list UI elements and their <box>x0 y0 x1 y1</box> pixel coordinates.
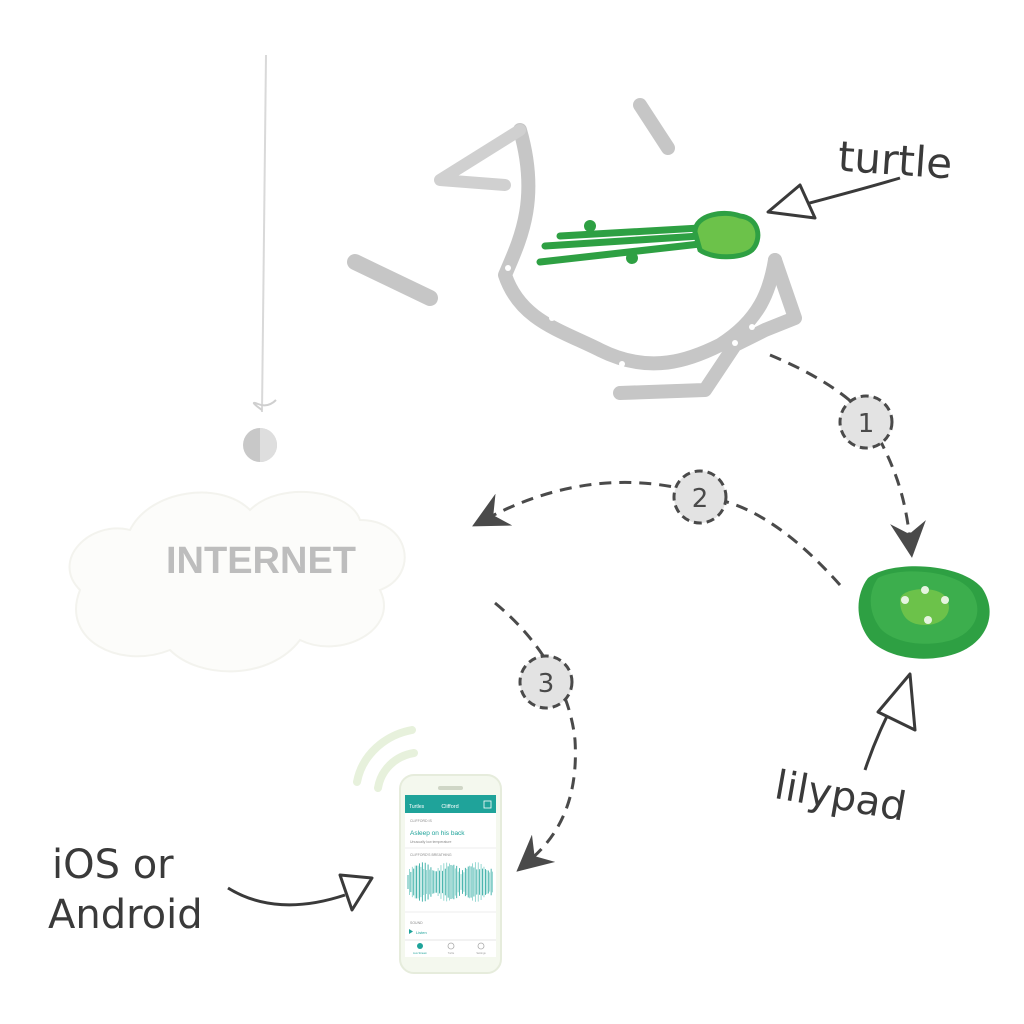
lilypad-label: lilypad <box>771 762 909 830</box>
enclosure-path <box>347 98 802 400</box>
step-label-2: 2 <box>692 484 709 514</box>
listen-button[interactable]: Listen <box>416 930 427 935</box>
lilypad-device <box>858 566 990 659</box>
section-label-breathing: CLIFFORD'S BREATHING <box>410 853 452 857</box>
edit-icon[interactable] <box>483 800 492 809</box>
arrow-turtle-to-lilypad <box>769 353 926 558</box>
hanging-sensor <box>243 54 277 462</box>
status-subtext: Unusually low temperature <box>410 840 451 844</box>
step-badge-2: 2 <box>672 469 728 525</box>
arrow-lilypad-to-internet <box>472 480 842 586</box>
tab-turtle[interactable]: Turtle <box>448 951 455 955</box>
live-stream-tab-icon[interactable] <box>417 943 423 949</box>
phone-callout: iOS or Android <box>48 842 374 938</box>
section-label-status: CLIFFORD IS <box>410 819 432 823</box>
turtle-callout: turtle <box>766 132 954 220</box>
turtle-tab-icon[interactable] <box>447 942 455 950</box>
step-label-1: 1 <box>858 409 875 439</box>
app-header <box>405 795 496 813</box>
app-title: Clifford <box>441 804 458 810</box>
back-button[interactable]: Turtles <box>409 804 425 810</box>
arrow-internet-to-phone <box>494 601 577 872</box>
lilypad-callout: lilypad <box>771 672 917 831</box>
status-text: Asleep on his back <box>410 830 465 837</box>
settings-tab-icon[interactable] <box>477 942 485 950</box>
internet-cloud: INTERNET <box>68 490 406 673</box>
tab-settings[interactable]: Settings <box>476 951 486 955</box>
internet-label: INTERNET <box>166 540 356 582</box>
turtle-sensor-device <box>536 210 761 266</box>
step-badge-1: 1 <box>838 394 894 450</box>
tab-live-stream[interactable]: Live Stream <box>413 951 427 955</box>
phone-label-line1: iOS or <box>52 842 174 888</box>
wifi-signal-icon <box>353 726 418 792</box>
step-label-3: 3 <box>538 669 555 699</box>
section-label-sound: SOUND <box>410 921 423 925</box>
breathing-waveform <box>407 862 493 902</box>
step-badge-3: 3 <box>518 654 574 710</box>
smartphone: Turtles Clifford CLIFFORD IS Asleep on h… <box>399 774 502 974</box>
play-icon[interactable] <box>409 929 413 934</box>
phone-label-line2: Android <box>48 892 203 938</box>
